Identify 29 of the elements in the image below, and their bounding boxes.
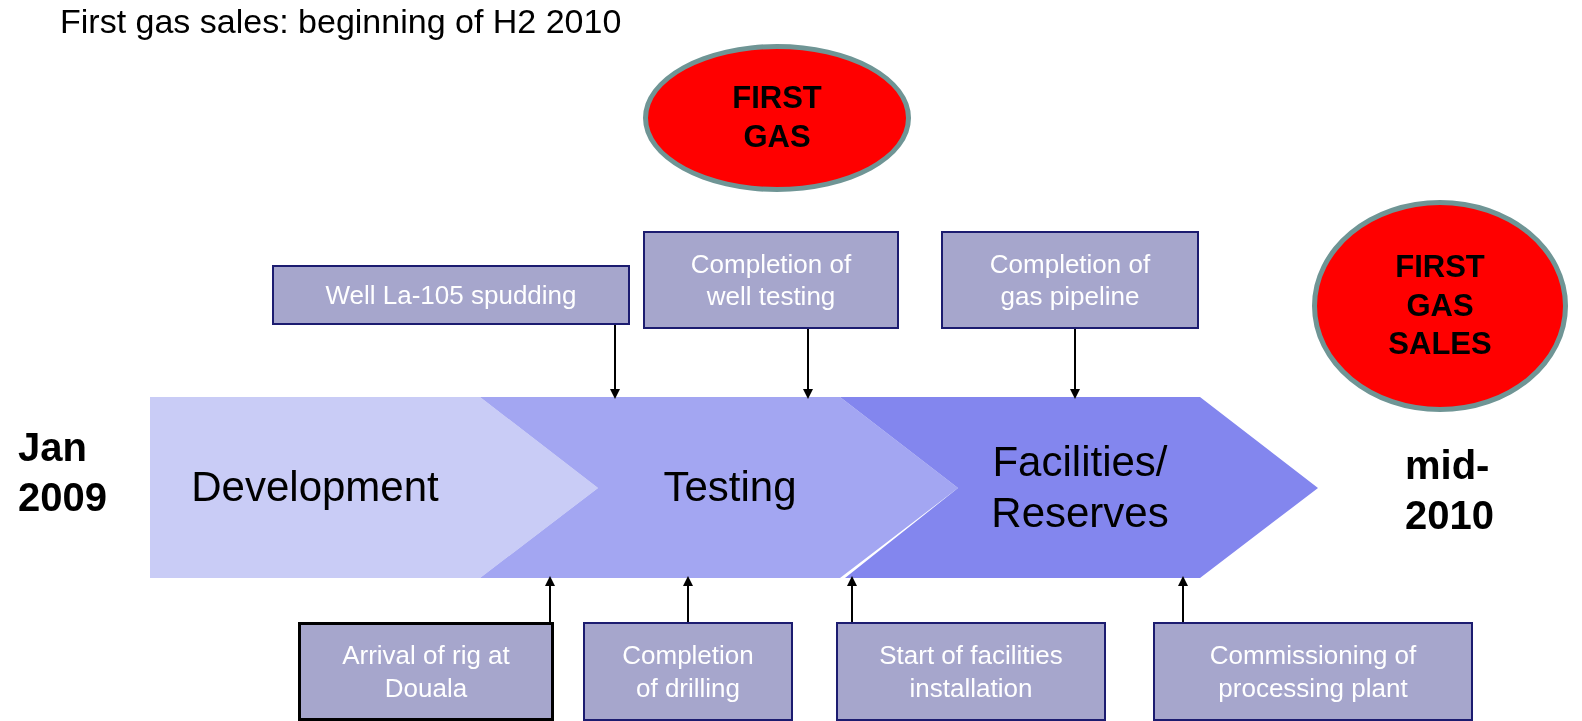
arrow bbox=[847, 576, 857, 623]
arrow bbox=[610, 324, 620, 399]
title: First gas sales: beginning of H2 2010 bbox=[60, 2, 622, 41]
event-box bbox=[836, 622, 1106, 721]
milestone-text: FIRST GAS bbox=[731, 79, 823, 156]
arrow bbox=[545, 576, 555, 623]
event-box bbox=[272, 265, 630, 325]
milestone-text: FIRST GAS SALES bbox=[1387, 247, 1493, 364]
phase-label: Facilities/ Reserves bbox=[990, 437, 1170, 538]
event-text: Completion of gas pipeline bbox=[988, 247, 1152, 313]
date-label: mid- 2010 bbox=[1405, 442, 1495, 539]
event-text: Commissioning of processing plant bbox=[1208, 639, 1418, 704]
event-box bbox=[941, 231, 1199, 329]
arrow bbox=[1178, 576, 1188, 623]
arrow bbox=[683, 576, 693, 623]
event-text: Start of facilities installation bbox=[878, 639, 1064, 704]
arrow bbox=[803, 328, 813, 399]
phase-label: Development bbox=[190, 462, 440, 513]
event-box bbox=[1153, 622, 1473, 721]
phase-label: Testing bbox=[662, 462, 798, 513]
arrow bbox=[1070, 328, 1080, 399]
event-text: Completion of drilling bbox=[621, 639, 755, 704]
event-box bbox=[298, 622, 554, 721]
event-box bbox=[643, 231, 899, 329]
event-box bbox=[583, 622, 793, 721]
event-text: Well La-105 spudding bbox=[325, 278, 577, 312]
date-label: Jan 2009 bbox=[18, 424, 108, 521]
event-text: Completion of well testing bbox=[689, 247, 853, 313]
event-text: Arrival of rig at Douala bbox=[341, 639, 511, 704]
